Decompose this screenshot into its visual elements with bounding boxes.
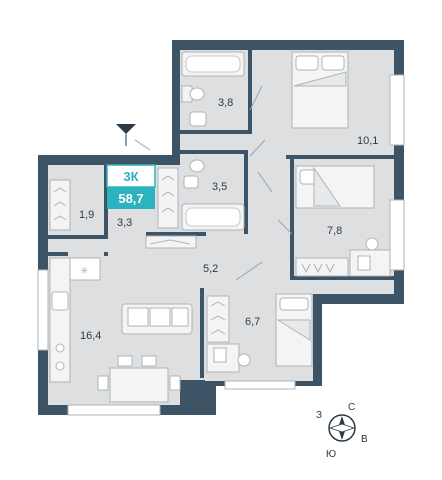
partitions <box>48 50 394 378</box>
compass-icon: С З В Ю <box>316 402 368 460</box>
desk-right <box>349 237 391 277</box>
hall-wardrobe <box>157 167 179 229</box>
svg-text:✳: ✳ <box>80 266 88 277</box>
label-kitchen-living: 16,4 <box>80 330 101 342</box>
label-bathroom-top: 3,8 <box>218 97 233 109</box>
toilet-top <box>181 85 205 103</box>
label-hall-small: 3,3 <box>117 217 132 229</box>
windows <box>37 74 405 416</box>
label-bathroom-mid: 3,5 <box>212 181 227 193</box>
desk-small <box>206 343 251 373</box>
room-labels: 3,8 10,1 3,5 7,8 1,9 3,3 5,2 6,7 16,4 <box>79 97 378 342</box>
closet-wardrobe <box>49 179 71 231</box>
bed-right <box>295 165 375 209</box>
label-bedroom-right: 7,8 <box>327 225 342 237</box>
bathroom-mid-fixtures <box>181 159 245 231</box>
compass-north: С <box>348 402 355 413</box>
compass-east: В <box>361 434 368 445</box>
dining-table <box>97 355 181 403</box>
sofa <box>121 303 193 335</box>
compass-west: З <box>316 410 322 421</box>
bed-top <box>291 51 349 129</box>
label-closet: 1,9 <box>79 209 94 221</box>
label-hall: 5,2 <box>203 263 218 275</box>
bed-small <box>275 293 313 367</box>
door-swings <box>134 85 293 281</box>
apartment-badge: 3К 58,7 <box>106 164 156 209</box>
wardrobe-right <box>295 257 349 277</box>
apartment-area: 58,7 <box>118 191 143 206</box>
kitchen-counter <box>49 257 71 383</box>
hall-shoe-rack <box>145 235 197 249</box>
label-bedroom-top: 10,1 <box>357 135 378 147</box>
bathtub-top <box>181 51 245 77</box>
sink-top <box>189 111 207 127</box>
compass-south: Ю <box>326 449 336 460</box>
entrance-arrow-icon <box>116 124 136 146</box>
wardrobe-small <box>206 295 230 343</box>
fridge: ✳ <box>69 257 101 281</box>
label-bedroom-small: 6,7 <box>245 316 260 328</box>
apartment-type: 3К <box>123 169 138 184</box>
